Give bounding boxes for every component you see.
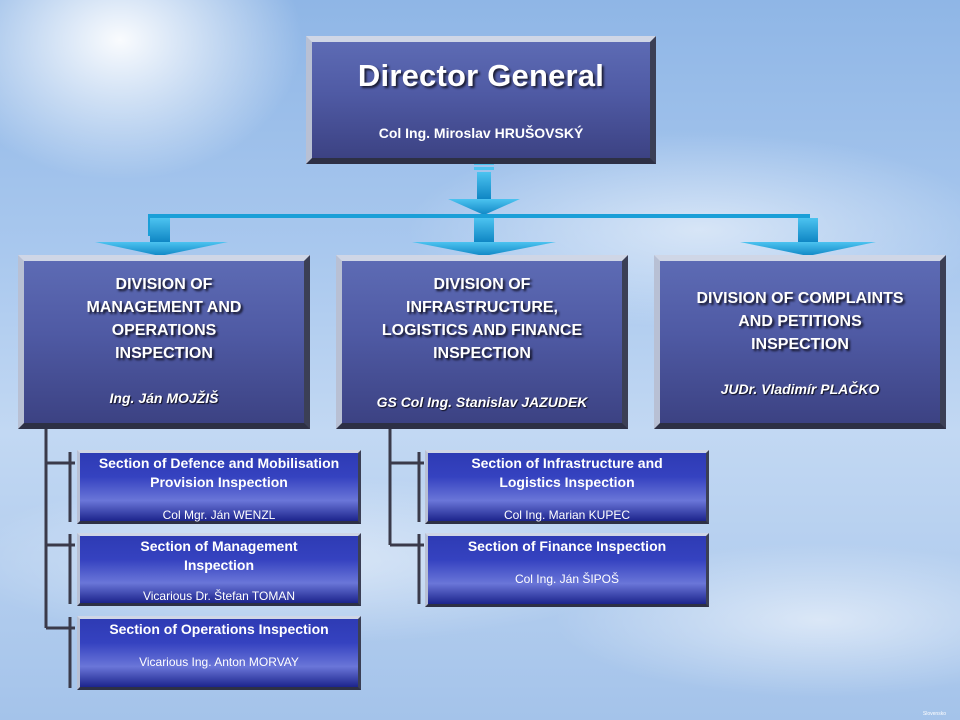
division-head-name: JUDr. Vladimír PLAČKO xyxy=(720,381,880,397)
division-complaints-petitions-box: DIVISION OF COMPLAINTS AND PETITIONS INS… xyxy=(654,255,946,429)
section-head-name: Col Ing. Marian KUPEC xyxy=(503,508,631,522)
division-management-operations-box: DIVISION OF MANAGEMENT AND OPERATIONS IN… xyxy=(18,255,310,429)
division-arrow-2 xyxy=(412,218,556,256)
middle-division-connectors xyxy=(388,428,424,604)
division-head-name: GS Col Ing. Stanislav JAZUDEK xyxy=(376,394,588,410)
section-head-name: Vicarious Dr. Štefan TOMAN xyxy=(142,589,296,603)
division-arrow-1 xyxy=(95,218,228,256)
section-title: Section of Finance Inspection xyxy=(467,538,667,554)
division-title: DIVISION OF INFRASTRUCTURE, LOGISTICS AN… xyxy=(381,276,583,362)
section-finance-box: Section of Finance Inspection Col Ing. J… xyxy=(425,533,709,607)
section-head-name: Col Mgr. Ján WENZL xyxy=(162,508,276,522)
section-title: Section of Infrastructure and Logistics … xyxy=(471,455,663,490)
section-operations-box: Section of Operations Inspection Vicario… xyxy=(77,616,361,690)
division-title: DIVISION OF MANAGEMENT AND OPERATIONS IN… xyxy=(86,276,242,362)
director-general-box: Director General Col Ing. Miroslav HRUŠO… xyxy=(306,36,656,164)
division-title: DIVISION OF COMPLAINTS AND PETITIONS INS… xyxy=(696,290,904,353)
section-infrastructure-logistics-box: Section of Infrastructure and Logistics … xyxy=(425,450,709,524)
section-defence-mobilisation-box: Section of Defence and Mobilisation Prov… xyxy=(77,450,361,524)
division-head-name: Ing. Ján MOJŽIŠ xyxy=(109,390,219,406)
footer-watermark: Slovensko xyxy=(922,711,946,717)
division-infrastructure-finance-box: DIVISION OF INFRASTRUCTURE, LOGISTICS AN… xyxy=(336,255,628,429)
division-arrow-3 xyxy=(740,218,876,256)
director-title: Director General xyxy=(357,58,605,93)
section-head-name: Col Ing. Ján ŠIPOŠ xyxy=(514,572,620,586)
section-management-box: Section of Management Inspection Vicario… xyxy=(77,533,361,606)
section-title: Section of Management Inspection xyxy=(140,538,298,573)
director-down-arrow xyxy=(448,172,520,215)
director-name: Col Ing. Miroslav HRUŠOVSKÝ xyxy=(378,125,584,141)
left-division-connectors xyxy=(44,428,75,688)
section-title: Section of Defence and Mobilisation Prov… xyxy=(98,455,340,490)
section-head-name: Vicarious Ing. Anton MORVAY xyxy=(139,655,299,669)
section-title: Section of Operations Inspection xyxy=(109,621,329,637)
